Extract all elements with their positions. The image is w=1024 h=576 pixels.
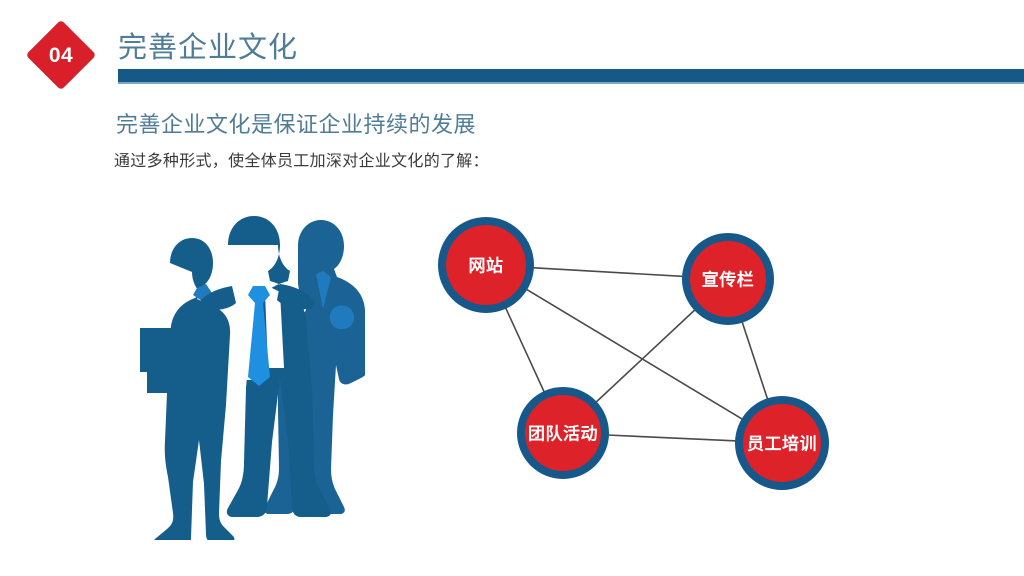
lead-title: 完善企业文化是保证企业持续的发展 bbox=[116, 112, 477, 137]
node-label: 团队活动 bbox=[528, 424, 598, 444]
person-woman-silhouette bbox=[147, 238, 235, 540]
diagram-node-training[interactable]: 员工培训 bbox=[735, 396, 829, 490]
node-label: 网站 bbox=[469, 256, 504, 276]
diagram-node-team[interactable]: 团队活动 bbox=[517, 387, 609, 479]
lead-subtitle: 通过多种形式，使全体员工加深对企业文化的了解： bbox=[114, 153, 489, 170]
man-right-tie bbox=[316, 271, 331, 309]
man-center-left-arm bbox=[199, 286, 236, 310]
man-right-hand-highlight bbox=[329, 305, 355, 330]
section-number-label: 04 bbox=[48, 43, 74, 67]
node-circle bbox=[735, 396, 829, 490]
diagram-edge-website-bulletin bbox=[531, 266, 685, 278]
man-center-tie bbox=[248, 286, 270, 386]
culture-network-diagram: 网站宣传栏团队活动员工培训 bbox=[420, 195, 850, 515]
node-circle bbox=[517, 387, 609, 479]
diagram-edge-website-team bbox=[504, 306, 546, 394]
man-center-shirt-right bbox=[265, 286, 284, 368]
diagram-node-bulletin[interactable]: 宣传栏 bbox=[682, 233, 774, 325]
node-label: 员工培训 bbox=[747, 434, 817, 454]
node-circle bbox=[682, 233, 774, 325]
diagram-edge-layer bbox=[504, 266, 769, 442]
header-accent-bar-underline bbox=[118, 82, 1024, 84]
woman-bag bbox=[140, 328, 172, 372]
page-title: 完善企业文化 bbox=[118, 32, 299, 64]
diagram-node-website[interactable]: 网站 bbox=[438, 217, 534, 313]
diagram-edge-team-training bbox=[606, 434, 738, 442]
diagram-edge-bulletin-training bbox=[741, 320, 769, 401]
header-accent-bar bbox=[118, 69, 1024, 82]
diagram-edge-website-training bbox=[525, 288, 744, 421]
man-center-right-arm bbox=[277, 284, 315, 310]
section-number-badge: 04 bbox=[25, 19, 97, 91]
business-team-silhouette bbox=[140, 210, 365, 540]
node-label: 宣传栏 bbox=[702, 270, 755, 290]
silhouette-group bbox=[140, 216, 365, 540]
diagram-edge-bulletin-team bbox=[594, 308, 697, 404]
node-circle bbox=[438, 217, 534, 313]
